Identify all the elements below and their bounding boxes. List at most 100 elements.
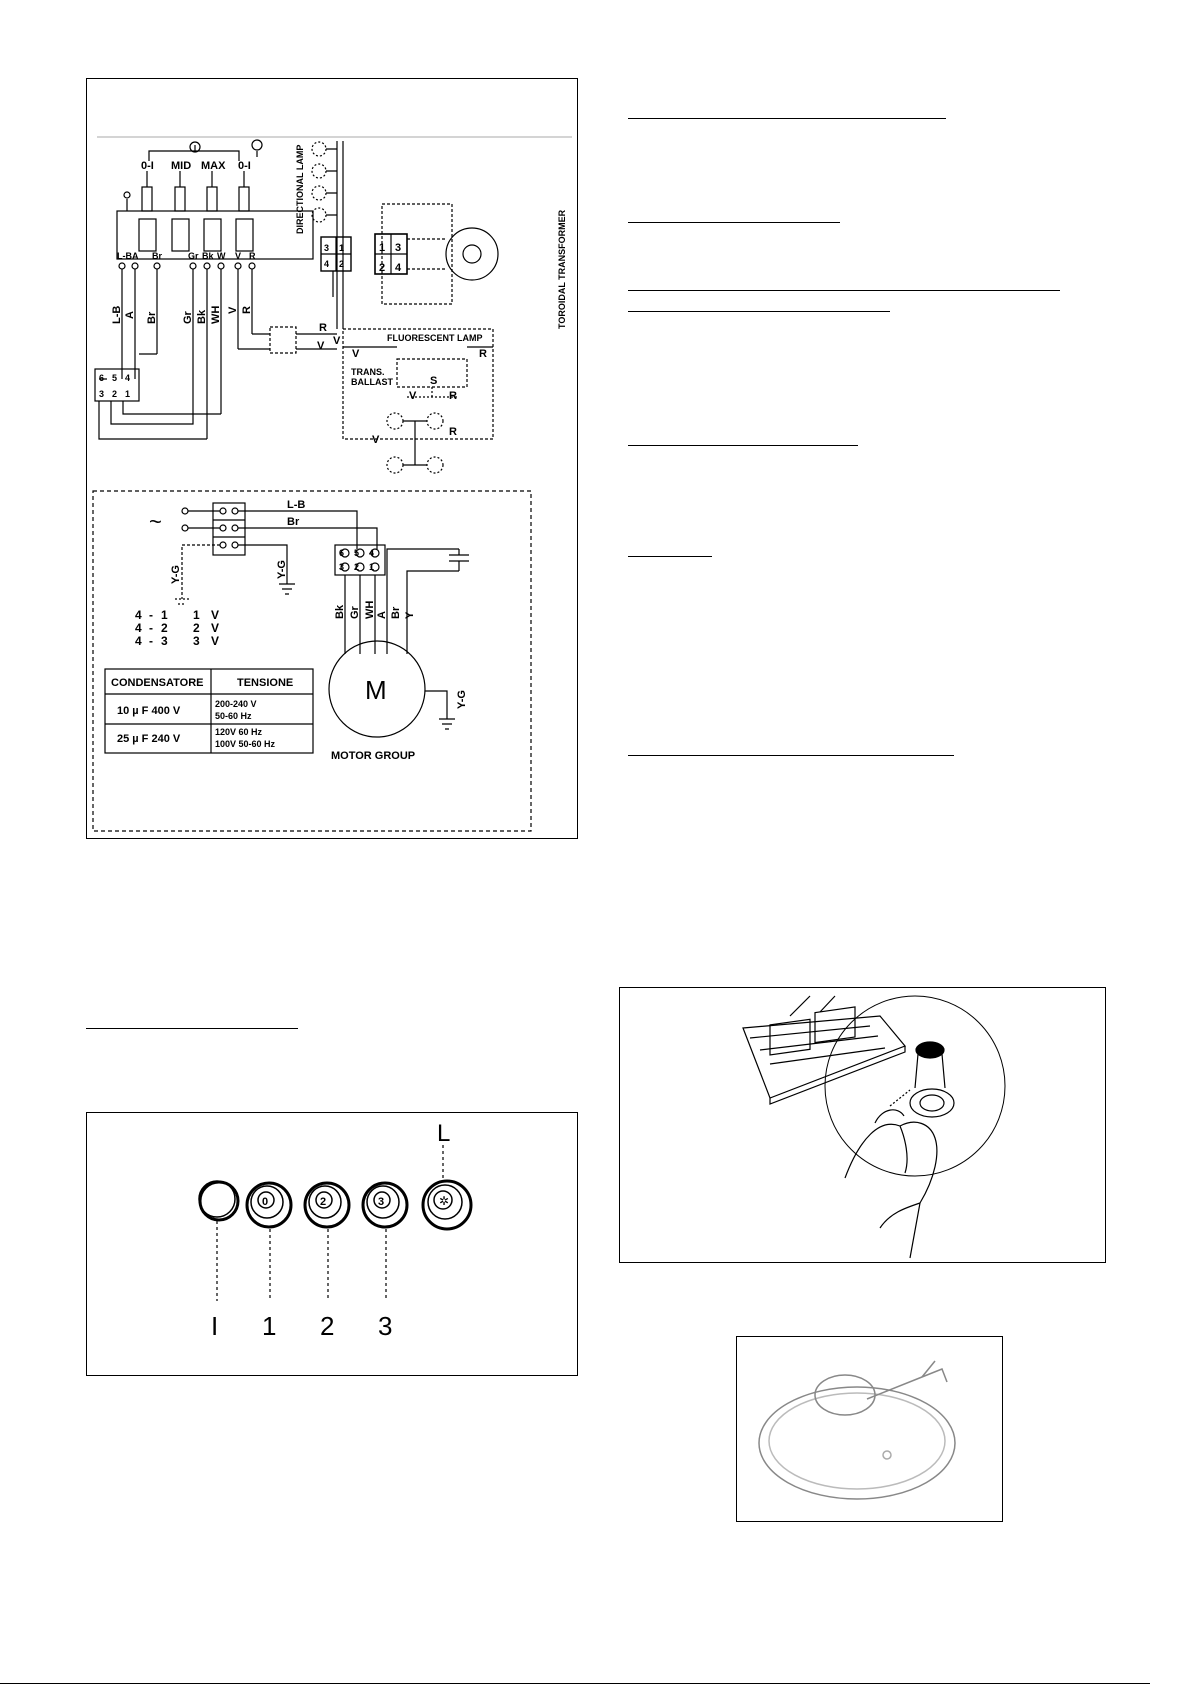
lower-label-yg-1: Y-G [170,565,182,584]
block-pin-4: 4 [125,373,130,383]
wire-label-r: R [241,306,253,314]
voltage-row-2-c: 2 [193,621,200,635]
table-row-2-v1: 120V 60 Hz [215,727,263,737]
table-header-tensione: TENSIONE [237,677,293,689]
block-pin-6: 6 [99,373,104,383]
light-icon: ✲ [439,1194,449,1208]
wire-label-a: A [124,311,136,319]
letter-s: S [430,375,437,387]
voltage-row-3-a: 4 [135,634,142,648]
label-knob-3: 3 [378,1311,392,1341]
suction-cup-frame [736,1336,1003,1522]
wire-label-br: Br [146,311,158,324]
motor-block-4: 4 [369,548,374,558]
heading-rule-1 [628,118,946,119]
terminal-label-br: Br [152,251,162,261]
wire-label-wh: WH [210,306,222,324]
pointer-letter-l: L [437,1120,450,1147]
trans-label: TRANS. [351,367,385,377]
lower-label-y: Y [404,611,416,619]
letter-r-2: R [479,348,487,360]
voltage-row-2-unit: V [211,621,219,635]
knob-mark-2: 2 [320,1196,326,1208]
lower-label-yg-3: Y-G [456,690,468,709]
wire-label-bk: Bk [196,309,208,324]
motor-block-6: 6 [339,548,344,558]
knob-mark-0: 0 [262,1196,268,1208]
knob-3 [361,1181,409,1229]
control-panel-illustration: 0 2 3 ✲ L I 1 2 3 [198,1120,473,1341]
svg-text:-: - [149,634,153,648]
switch-label-light: 0-I [238,160,251,172]
heading-rule-6 [628,556,712,557]
terminal-label-gr: Gr [188,251,199,261]
wire-label-gr: Gr [182,310,194,324]
suction-cup-illustration [758,1360,956,1500]
voltage-row-3-c: 3 [193,634,200,648]
motor-letter: M [365,675,387,705]
terminal-label-r: R [249,251,256,261]
fluorescent-lamp-label: FLUORESCENT LAMP [387,333,483,343]
lower-label-a: A [376,611,388,619]
transformer-pin-1: 1 [379,242,385,254]
connector-pin-4: 4 [324,259,329,269]
motor-block-3: 3 [339,562,344,572]
terminal-label-v: V [235,251,241,261]
letter-v-4: V [409,390,417,402]
terminal-label-a: A [132,251,139,261]
letter-v-3: V [352,348,360,360]
label-knob-1: 1 [262,1311,276,1341]
heading-rule-5 [628,445,858,446]
block-pin-3: 3 [99,389,104,399]
toroidal-transformer-label: TOROIDAL TRANSFORMER [557,209,567,329]
ballast-label: BALLAST [351,377,393,387]
voltage-row-1-b: 1 [161,608,168,622]
voltage-row-1-unit: V [211,608,219,622]
switch-label-max: MAX [201,160,226,172]
knob-mark-3: 3 [378,1196,384,1208]
motor-block-2: 2 [354,562,359,572]
table-row-1-cap: 10 µ F 400 V [117,705,181,717]
label-knob-2: 2 [320,1311,334,1341]
motor-block-1: 1 [369,562,374,572]
voltage-row-3-unit: V [211,634,219,648]
table-row-1-v2: 50-60 Hz [215,711,252,721]
table-row-2-cap: 25 µ F 240 V [117,733,181,745]
transformer-pin-2: 2 [379,262,385,274]
terminal-label-bk: Bk [202,251,214,261]
table-row-2-v2: 100V 50-60 Hz [215,739,276,749]
directional-lamp-label: DIRECTIONAL LAMP [295,145,305,234]
knob-light [421,1179,473,1231]
letter-r-1: R [319,322,327,334]
mains-symbol: ~ [149,509,162,534]
heading-rule-7 [628,755,954,756]
knob-1 [245,1181,293,1229]
transformer-pin-3: 3 [395,242,401,254]
block-pin-2: 2 [112,389,117,399]
controls-frame: 0 2 3 ✲ L I 1 2 3 [86,1112,578,1376]
lower-label-br-2: Br [390,606,402,619]
knob-2 [303,1181,351,1229]
wiring-diagram: 0-I MID MAX 0-I L-B A Br Gr Bk W V R L-B… [92,136,572,832]
lower-label-bk: Bk [334,604,346,619]
terminal-label-w: W [217,251,226,261]
svg-text:-: - [149,621,153,635]
heading-rule-8 [86,1028,298,1029]
lamp-replacement-frame [619,987,1106,1263]
letter-r-4: R [449,426,457,438]
heading-rule-4 [628,311,890,312]
lower-label-gr: Gr [349,605,361,619]
switch-label-mid: MID [171,160,191,172]
lamp-replacement-illustration [742,995,1006,1259]
motor-block-5: 5 [354,548,359,558]
svg-text:-: - [149,608,153,622]
voltage-row-3-b: 3 [161,634,168,648]
table-row-1-v1: 200-240 V [215,699,257,709]
block-pin-1: 1 [125,389,130,399]
suction-cup-disc [758,1386,956,1500]
letter-v-1: V [333,335,341,347]
heading-rule-2 [628,222,840,223]
heading-rule-3 [628,290,1060,291]
label-indicator: I [211,1311,218,1341]
terminal-label-lb: L-B [117,251,132,261]
